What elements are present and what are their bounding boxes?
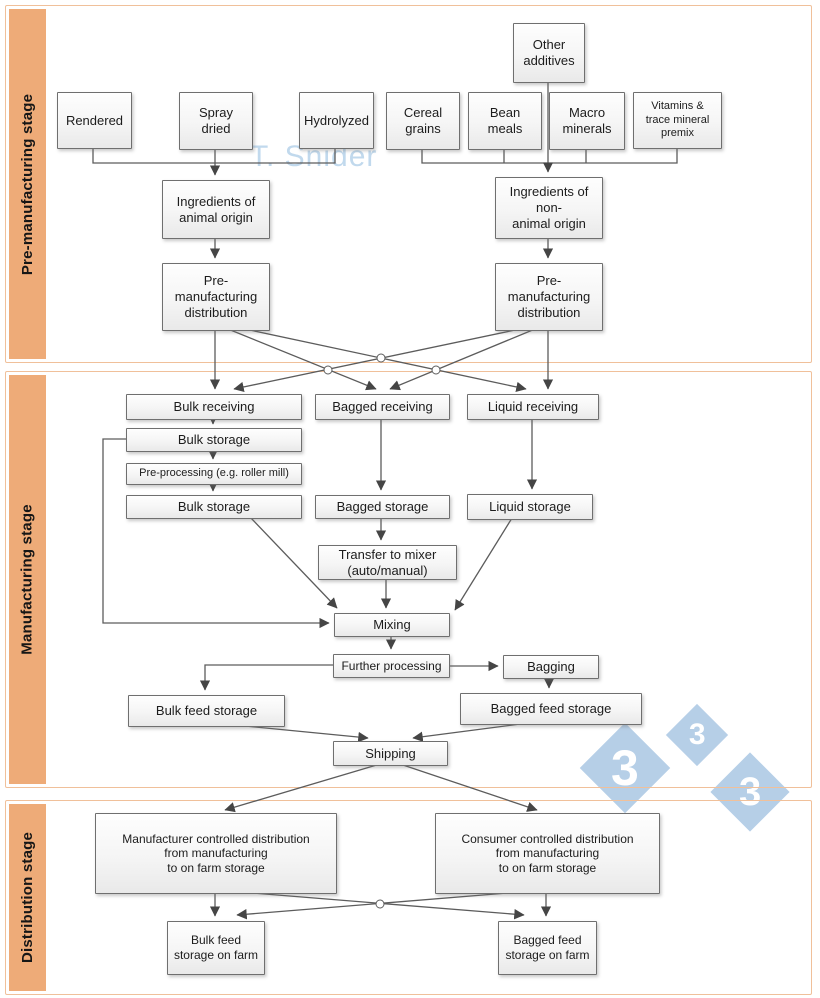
node-further-processing: Further processing	[333, 654, 450, 678]
node-liquid-receiving: Liquid receiving	[467, 394, 599, 420]
node-pre-manufacturing-distribution-left: Pre- manufacturing distribution	[162, 263, 270, 331]
node-bulk-storage-2: Bulk storage	[126, 495, 302, 519]
node-bulk-feed-storage: Bulk feed storage	[128, 695, 285, 727]
line-hop-icon	[323, 353, 441, 909]
stage-panel-pre-manufacturing: Pre-manufacturing stage	[5, 5, 812, 363]
stage-label-distribution: Distribution stage	[9, 804, 46, 991]
node-ingredients-animal-origin: Ingredients of animal origin	[162, 180, 270, 239]
node-bulk-feed-storage-on-farm: Bulk feed storage on farm	[167, 921, 265, 975]
node-consumer-controlled-distribution: Consumer controlled distribution from ma…	[435, 813, 660, 894]
node-bagged-receiving: Bagged receiving	[315, 394, 450, 420]
node-shipping: Shipping	[333, 741, 448, 766]
node-pre-manufacturing-distribution-right: Pre- manufacturing distribution	[495, 263, 603, 331]
stage-panel-manufacturing: Manufacturing stage	[5, 371, 812, 788]
node-bagged-feed-storage: Bagged feed storage	[460, 693, 642, 725]
node-bagging: Bagging	[503, 655, 599, 679]
node-other-additives: Other additives	[513, 23, 585, 83]
node-bagged-feed-storage-on-farm: Bagged feed storage on farm	[498, 921, 597, 975]
node-manufacturer-controlled-distribution: Manufacturer controlled distribution fro…	[95, 813, 337, 894]
node-transfer-to-mixer: Transfer to mixer (auto/manual)	[318, 545, 457, 580]
node-rendered: Rendered	[57, 92, 132, 149]
node-bulk-receiving: Bulk receiving	[126, 394, 302, 420]
node-cereal-grains: Cereal grains	[386, 92, 460, 150]
node-bulk-storage-1: Bulk storage	[126, 428, 302, 452]
node-vitamins-premix: Vitamins & trace mineral premix	[633, 92, 722, 149]
node-bean-meals: Bean meals	[468, 92, 542, 150]
stage-panel-distribution: Distribution stage	[5, 800, 812, 995]
node-spray-dried: Spray dried	[179, 92, 253, 150]
node-mixing: Mixing	[334, 613, 450, 637]
node-hydrolyzed: Hydrolyzed	[299, 92, 374, 149]
stage-label-pre-manufacturing: Pre-manufacturing stage	[9, 9, 46, 359]
node-ingredients-non-animal-origin: Ingredients of non- animal origin	[495, 177, 603, 239]
node-pre-processing: Pre-processing (e.g. roller mill)	[126, 463, 302, 485]
stage-label-manufacturing: Manufacturing stage	[9, 375, 46, 784]
node-macro-minerals: Macro minerals	[549, 92, 625, 150]
node-liquid-storage: Liquid storage	[467, 494, 593, 520]
node-bagged-storage: Bagged storage	[315, 495, 450, 519]
